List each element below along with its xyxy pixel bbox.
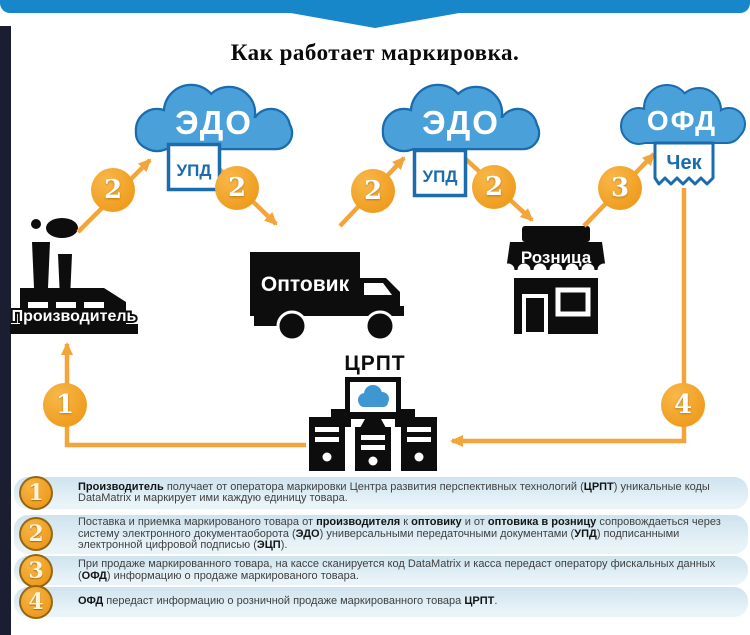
step-text: ОФД передаст информацию о розничной прод… <box>78 595 498 608</box>
step-number-badge: 1 <box>19 476 53 510</box>
edo-cloud-2: ЭДО <box>381 83 541 153</box>
step-band <box>14 587 748 617</box>
edo-cloud-2-label: ЭДО <box>422 104 500 141</box>
upd-document-1-icon: УПД <box>166 142 222 192</box>
arrow-ofd-to-crpt <box>450 188 687 447</box>
step-row-1: 1 Производитель получает от оператора ма… <box>0 476 750 510</box>
upd-document-2-icon: УПД <box>412 148 468 198</box>
edo-cloud-1: ЭДО <box>134 83 294 153</box>
ofd-cloud-label: ОФД <box>647 105 717 136</box>
flow-badge-3: 3 <box>598 166 642 210</box>
store-label: Розница <box>521 248 592 267</box>
step-text: Поставка и приемка маркированого товара … <box>78 516 721 552</box>
receipt-icon: Чек <box>653 141 715 186</box>
left-edge-strip <box>0 26 11 635</box>
flow-badge-2a: 2 <box>91 168 135 212</box>
flow-badge-2d: 2 <box>472 165 516 209</box>
store-icon: Розница <box>501 226 611 336</box>
flow-badge-4: 4 <box>661 383 705 427</box>
server-cluster-icon <box>309 377 437 471</box>
step-text: Производитель получает от оператора марк… <box>78 480 710 504</box>
truck-label: Оптовик <box>261 273 350 296</box>
flow-badge-1: 1 <box>43 383 87 427</box>
top-banner-notch <box>285 12 465 28</box>
truck-icon: Оптовик <box>250 252 404 342</box>
upd-document-2-label: УПД <box>423 167 458 186</box>
step-row-2: 2 Поставка и приемка маркированого товар… <box>0 515 750 554</box>
page-title: Как работает маркировка. <box>230 40 520 65</box>
receipt-label: Чек <box>666 152 702 174</box>
step-band <box>14 477 748 509</box>
edo-cloud-1-label: ЭДО <box>175 104 253 141</box>
factory-label: Производитель <box>12 308 137 325</box>
factory-icon: Производитель <box>10 218 139 334</box>
step-number-badge: 4 <box>19 585 53 619</box>
step-number-badge: 2 <box>19 517 53 551</box>
step-row-3: 3 При продаже маркированного товара, на … <box>0 554 750 588</box>
ofd-cloud: ОФД <box>620 84 746 145</box>
flow-badge-2b: 2 <box>215 166 259 210</box>
step-text: При продаже маркированного товара, на ка… <box>78 558 716 582</box>
upd-document-1-label: УПД <box>177 161 212 180</box>
flow-badge-2c: 2 <box>351 169 395 213</box>
step-band <box>14 556 748 585</box>
top-banner <box>0 0 750 13</box>
arrow-crpt-to-factory <box>61 342 306 448</box>
step-row-4: 4 ОФД передаст информацию о розничной пр… <box>0 585 750 619</box>
step-band <box>14 515 748 554</box>
operator-label: ЦРПТ <box>344 352 406 375</box>
cloud-on-screen-icon <box>358 385 389 407</box>
